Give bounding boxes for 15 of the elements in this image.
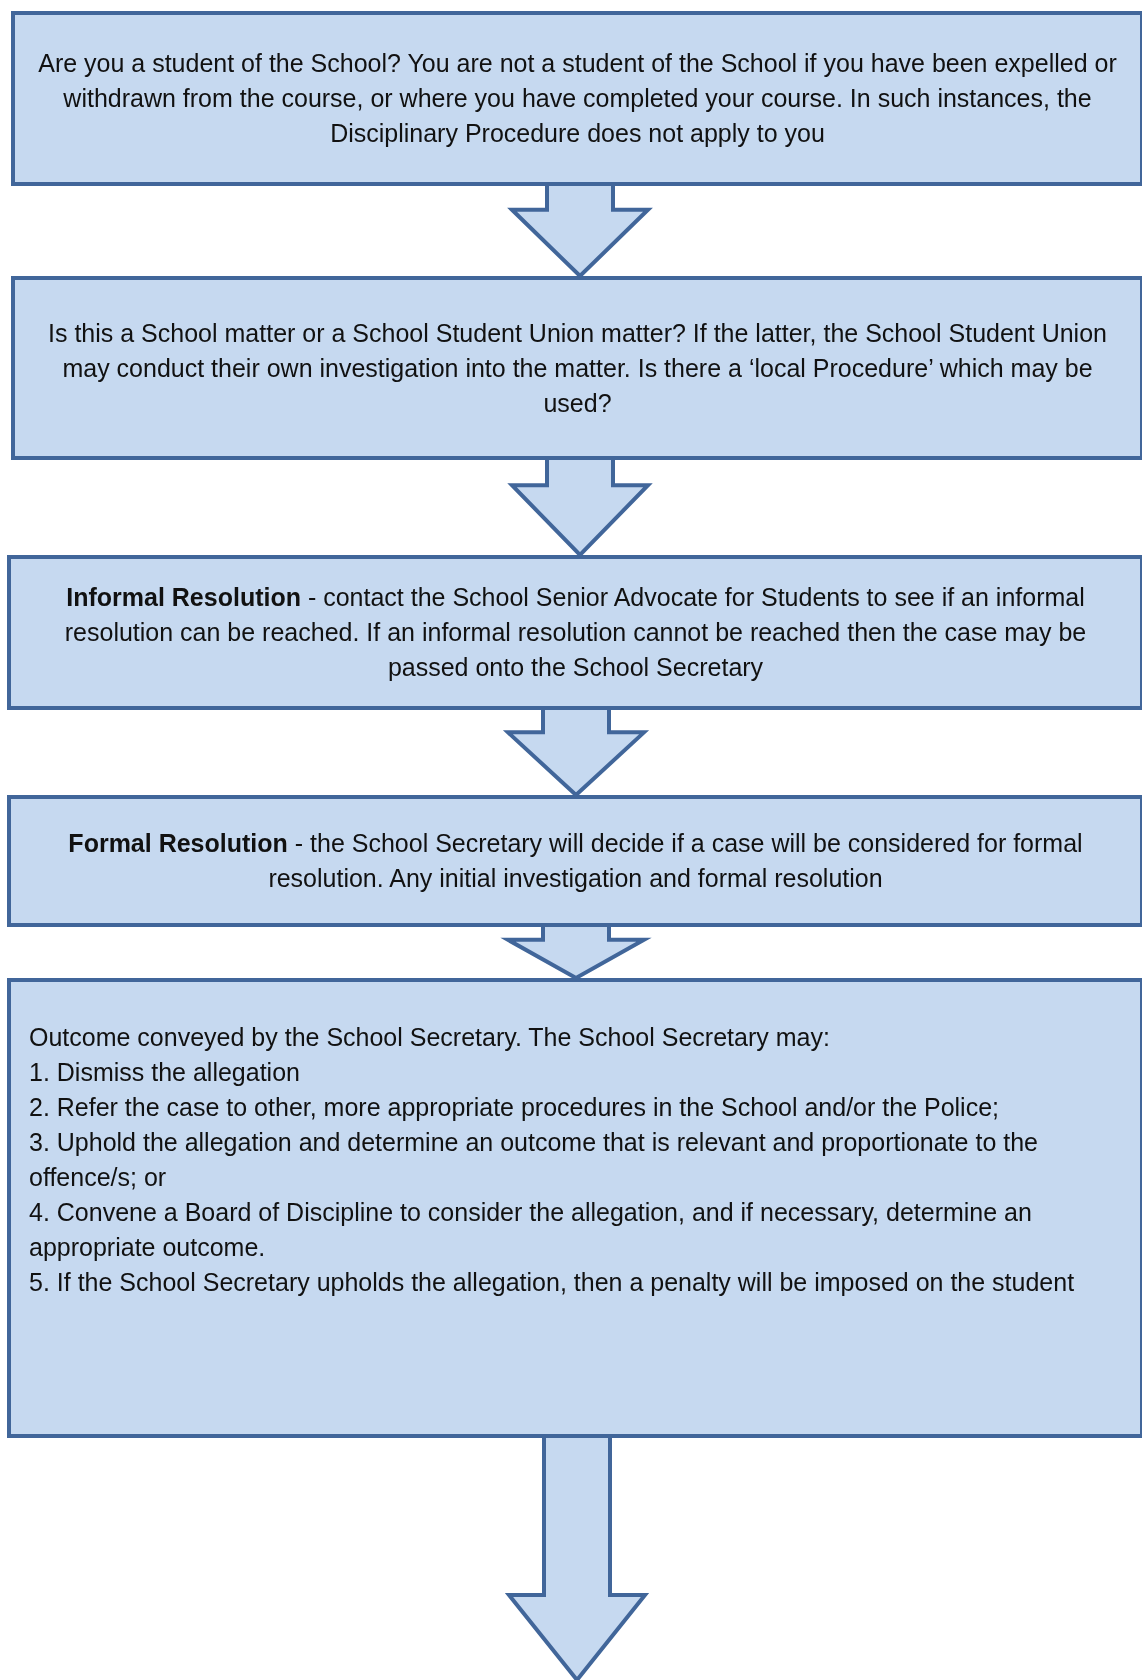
list-text: 1. Dismiss the allegation [29,1057,301,1088]
list-text: 4. Convene a Board of Discipline to consider the allegation, and if necessary, determine an appropriate outcome. [29,1197,1033,1263]
box-text: Is this a School matter or a School Student Union matter? If the latter, the School Student Union may conduct their own investigation into the matter. Is there a ‘local Procedure’ which may be used? [47,317,1108,419]
process-box [11,11,1142,186]
process-box [7,555,1142,710]
list-text: 3. Uphold the allegation and determine an outcome that is relevant and proportionate to the offence/s; or [29,1127,1039,1193]
list-text: 5. If the School Secretary upholds the allegation, then a penalty will be imposed on the student [29,1267,1076,1298]
box-text: Are you a student of the School? You are not a student of the School if you have been expelled or withdrawn from the course, or where you have completed your course. In such instances, the Disciplinary Procedure does not apply to you [37,48,1118,149]
process-box [7,978,1142,1438]
box-text: Informal Resolution - contact the School Senior Advocate for Students to see if an informal resolution can be reached. If an informal resolution cannot be reached then the case may be passed onto the School Secretary [63,582,1088,683]
process-box [7,795,1142,927]
process-box [11,276,1142,460]
list-text: Outcome conveyed by the School Secretary. The School Secretary may: [29,1022,831,1053]
list-text: 2. Refer the case to other, more appropriate procedures in the School and/or the Police; [29,1092,1001,1123]
box-text: Formal Resolution - the School Secretary will decide if a case will be considered for formal resolution. Any initial investigation and formal resolution [67,828,1084,894]
